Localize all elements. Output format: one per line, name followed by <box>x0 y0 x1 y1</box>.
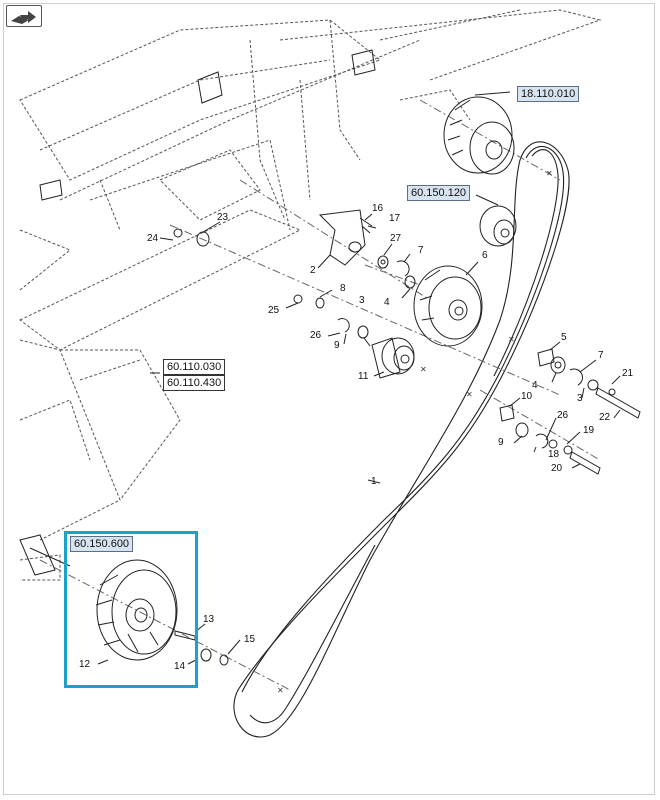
callout-13: 13 <box>203 614 215 625</box>
callout-14: 14 <box>174 661 186 672</box>
callout-6: 6 <box>482 250 488 261</box>
callout-10: 10 <box>521 391 533 402</box>
callout-20: 20 <box>551 463 563 474</box>
callout-21: 21 <box>622 368 634 379</box>
callout-9: 9 <box>498 437 504 448</box>
callout-25: 25 <box>268 305 280 316</box>
reference-60-150-600[interactable]: 60.150.600 <box>70 536 134 552</box>
callout-11: 11 <box>358 371 369 382</box>
callout-3: 3 <box>359 295 365 306</box>
back-arrow-icon <box>11 11 36 24</box>
svg-text:✕: ✕ <box>277 686 284 695</box>
reference-18-110-010[interactable]: 18.110.010 <box>517 86 580 102</box>
callout-5: 5 <box>561 332 567 343</box>
callout-18: 18 <box>548 449 560 460</box>
svg-text:✕: ✕ <box>508 335 515 344</box>
callout-4: 4 <box>532 380 538 391</box>
navigation-button[interactable] <box>6 5 42 27</box>
callout-27: 27 <box>390 233 402 244</box>
svg-text:✕: ✕ <box>420 365 427 374</box>
callout-9: 9 <box>334 340 340 351</box>
callout-17: 17 <box>389 213 401 224</box>
callout-15: 15 <box>244 634 256 645</box>
diagram-frame <box>3 3 655 795</box>
callout-7: 7 <box>598 350 604 361</box>
callout-2: 2 <box>310 265 316 276</box>
highlight-box <box>64 531 198 688</box>
callout-24: 24 <box>147 233 159 244</box>
callout-23: 23 <box>217 212 229 223</box>
callout-7: 7 <box>418 245 424 256</box>
reference-60-150-120[interactable]: 60.150.120 <box>407 185 471 201</box>
callout-22: 22 <box>599 412 611 423</box>
svg-text:✕: ✕ <box>466 390 473 399</box>
callout-1: 1 <box>371 476 377 487</box>
reference-60-110-030[interactable]: 60.110.030 <box>163 359 226 375</box>
reference-60-110-430[interactable]: 60.110.430 <box>163 375 226 391</box>
svg-text:✕: ✕ <box>546 169 553 178</box>
callout-4: 4 <box>384 297 390 308</box>
callout-8: 8 <box>340 283 346 294</box>
callout-26: 26 <box>310 330 322 341</box>
callout-26: 26 <box>557 410 569 421</box>
callout-12: 12 <box>79 659 91 670</box>
callout-19: 19 <box>583 425 595 436</box>
callout-16: 16 <box>372 203 384 214</box>
callout-3: 3 <box>577 393 583 404</box>
